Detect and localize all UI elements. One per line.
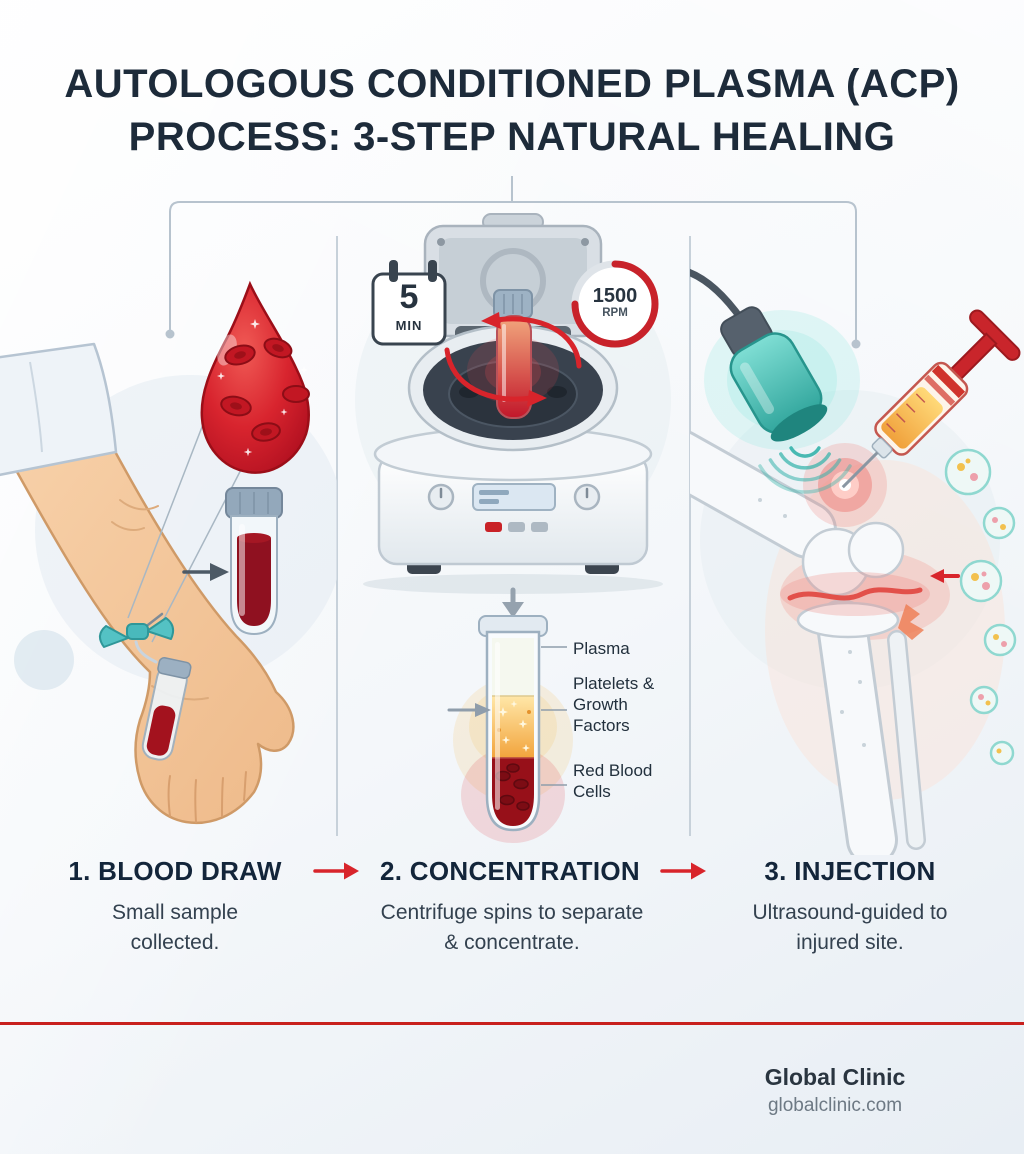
centrifuge-minutes-value: 5	[399, 278, 419, 316]
collection-tube-small	[141, 657, 192, 761]
blood-draw-illustration	[0, 280, 337, 825]
sleeve	[0, 342, 118, 477]
spinning-tube	[444, 289, 582, 419]
label-connector-lines	[541, 646, 567, 786]
centrifuge-illustration	[355, 213, 671, 843]
connector-dot-right	[851, 339, 861, 349]
title-line-2: PROCESS: 3-STEP NATURAL HEALING	[128, 115, 896, 159]
transfer-arrow-icon	[182, 563, 229, 581]
injection-illustration	[690, 269, 1021, 855]
arrow-right-icon	[313, 862, 359, 880]
step-2-description: Centrifuge spins to separate & concentra…	[380, 901, 644, 954]
healing-cell-bubbles	[944, 448, 1017, 766]
step-2-label: 2. CONCENTRATION	[380, 856, 640, 886]
step-3-description: Ultrasound-guided to injured site.	[752, 901, 948, 954]
knee-joint	[690, 431, 926, 855]
footer-divider	[0, 1022, 1024, 1025]
arrow-right-icon	[660, 862, 706, 880]
joint-inflammation-line	[780, 572, 930, 640]
step-1-label: 1. BLOOD DRAW	[68, 856, 282, 886]
sparkles-in-drop	[217, 319, 308, 457]
red-blood-cells-in-drop	[220, 337, 310, 442]
joint-pointer-arrow-icon	[930, 569, 960, 583]
label-platelets: Platelets & Growth Factors	[573, 674, 655, 735]
centrifuge-rpm-unit: RPM	[602, 307, 628, 319]
probe-cable	[690, 269, 746, 324]
syringe-icon	[841, 309, 1021, 489]
bone-speckles	[758, 498, 866, 747]
blood-tube-filled	[225, 487, 283, 636]
blood-drop	[200, 280, 310, 474]
centrifuge-rpm-value: 1500	[592, 285, 638, 307]
calendar-icon	[371, 260, 447, 346]
ultrasound-waves	[758, 446, 852, 494]
separated-tube	[453, 615, 573, 843]
footer: Global Clinic globalclinic.com	[700, 1064, 970, 1117]
page-title: AUTOLOGOUS CONDITIONED PLASMA (ACP) PROC…	[0, 58, 1024, 164]
footer-website: globalclinic.com	[767, 1095, 903, 1116]
butterfly-needle-icon	[99, 612, 175, 664]
panel-injection	[690, 200, 1024, 855]
rpm-gauge-icon	[571, 260, 659, 348]
panel-concentration: 5 MIN 1500 RPM Plasma Platelets & Growth…	[337, 200, 690, 855]
down-arrow-icon	[502, 587, 524, 618]
step-1-description: Small sample collected.	[111, 901, 239, 954]
platelet-sparkles	[498, 700, 530, 752]
platelet-pointer-arrow-icon	[447, 703, 491, 717]
centrifuge-minutes-unit: MIN	[395, 318, 423, 333]
title-line-1: AUTOLOGOUS CONDITIONED PLASMA (ACP)	[64, 62, 960, 106]
label-plasma: Plasma	[573, 639, 630, 658]
step-3-label: 3. INJECTION	[764, 856, 936, 886]
label-red-blood-cells: Red Blood Cells	[573, 761, 653, 801]
connector-dot-left	[165, 329, 175, 339]
ultrasound-probe-icon	[704, 306, 860, 450]
control-panel	[427, 483, 601, 532]
panel-blood-draw	[0, 200, 337, 855]
footer-brand: Global Clinic	[764, 1064, 906, 1090]
